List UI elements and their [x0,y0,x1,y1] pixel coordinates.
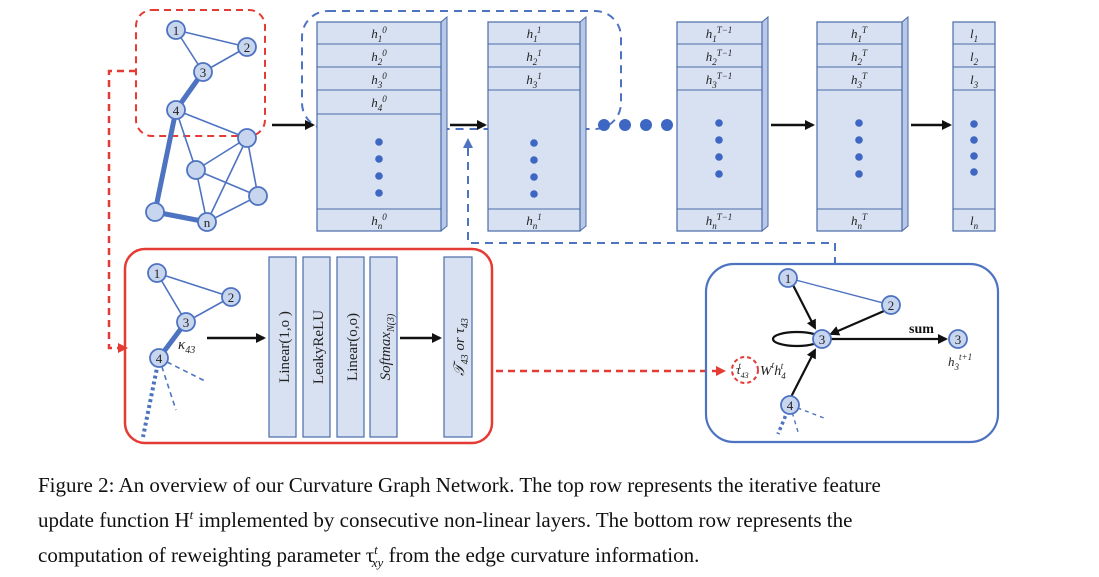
aggregation-box: 1 2 3 4 3 sum h3t+1 τ43t Wth4t [704,262,1000,444]
blue-dashed-connector [467,146,836,265]
agg-node-4: 4 [780,395,800,415]
caption-line-1: Figure 2: An overview of our Curvature G… [38,473,881,497]
ellipsis-dots [598,119,673,131]
graph-node-unlabeled [145,128,268,222]
graph-node-n: n [197,212,217,232]
graph-node-3: 3 [193,62,213,82]
red-connector-arrowhead [118,343,128,353]
graph-node-1: 1 [166,20,186,40]
node-label: 1 [785,271,792,286]
svg-text:Linear(1,o ): Linear(1,o ) [277,311,293,383]
mlp-layer-linear1: Linear(1,o ) [268,256,297,438]
sum-label: sum [909,322,934,337]
node-label: n [204,215,211,230]
svg-text:Linear(o,o): Linear(o,o) [345,313,361,381]
red-dashed-arrowhead [716,366,726,376]
mlp-node-4: 4 [149,348,169,368]
node-label: 3 [955,332,962,347]
node-label: 4 [156,351,163,366]
blue-connector-arrowhead [463,138,473,148]
mlp-output-layer: 𝒯43 or τ43 [443,256,473,438]
layer-1-block: h11 h21 h31 hn1 [487,15,587,232]
agg-node-3: 3 [812,329,832,349]
top-graph: 1 2 3 4 n [135,9,268,232]
node-label: 1 [173,23,180,38]
agg-node-3-output: 3 [948,329,968,349]
top-graph-red-dashed-box [135,9,266,137]
node-label: 3 [183,315,190,330]
node-label: 3 [200,65,207,80]
output-block: l1 l2 l3 ln [952,21,996,232]
agg-node-1: 1 [778,268,798,288]
svg-text:LeakyReLU: LeakyReLU [311,310,327,384]
mlp-node-3: 3 [176,312,196,332]
node-label: 4 [787,398,794,413]
mlp-layer-softmax: SoftmaxN(3) [369,256,398,438]
layer-group-dashed-box [301,10,622,130]
svg-text:l2: l2 [970,49,979,67]
curvature-graph-network-diagram: 1 2 3 4 n [107,9,1000,445]
svg-text:l1: l1 [970,26,978,44]
mlp-layer-linear2: Linear(o,o) [336,256,365,438]
weight-label: Wth4t [760,360,786,381]
node-label: 2 [888,298,895,313]
svg-text:ln: ln [970,213,979,231]
mlp-node-2: 2 [221,287,241,307]
next-hidden-label: h3t+1 [948,352,972,372]
node-label: 1 [154,266,161,281]
mlp-layer-leakyrelu: LeakyReLU [302,256,331,438]
node-label: 2 [228,290,235,305]
svg-text:l3: l3 [970,72,979,90]
red-dashed-connector [107,69,136,350]
tau-label: τ43t [736,361,749,380]
graph-node-4: 4 [166,100,186,120]
layer-0-block: h10 h20 h30 h40 hn0 [316,15,448,232]
layer-T-minus-1-block: h1T−1 h2T−1 h3T−1 hnT−1 [676,15,769,232]
svg-text:SoftmaxN(3): SoftmaxN(3) [378,313,397,380]
curvature-mlp-box: 1 2 3 4 κ43 Linear(1,o ) LeakyReLU Linea… [123,247,494,445]
caption-line-3: computation of reweighting parameter τtx… [38,542,700,571]
figure-caption: Figure 2: An overview of our Curvature G… [38,471,1088,577]
tau-highlight-circle [731,356,759,384]
layer-T-block: h1T h2T h3T hnT [816,15,909,232]
mlp-node-1: 1 [147,263,167,283]
kappa-label: κ43 [178,337,195,356]
agg-node-2: 2 [881,295,901,315]
caption-line-2: update function Ht implemented by consec… [38,507,853,532]
graph-node-2: 2 [237,37,257,57]
node-label: 4 [173,103,180,118]
node-label: 2 [244,40,251,55]
node-label: 3 [819,332,826,347]
